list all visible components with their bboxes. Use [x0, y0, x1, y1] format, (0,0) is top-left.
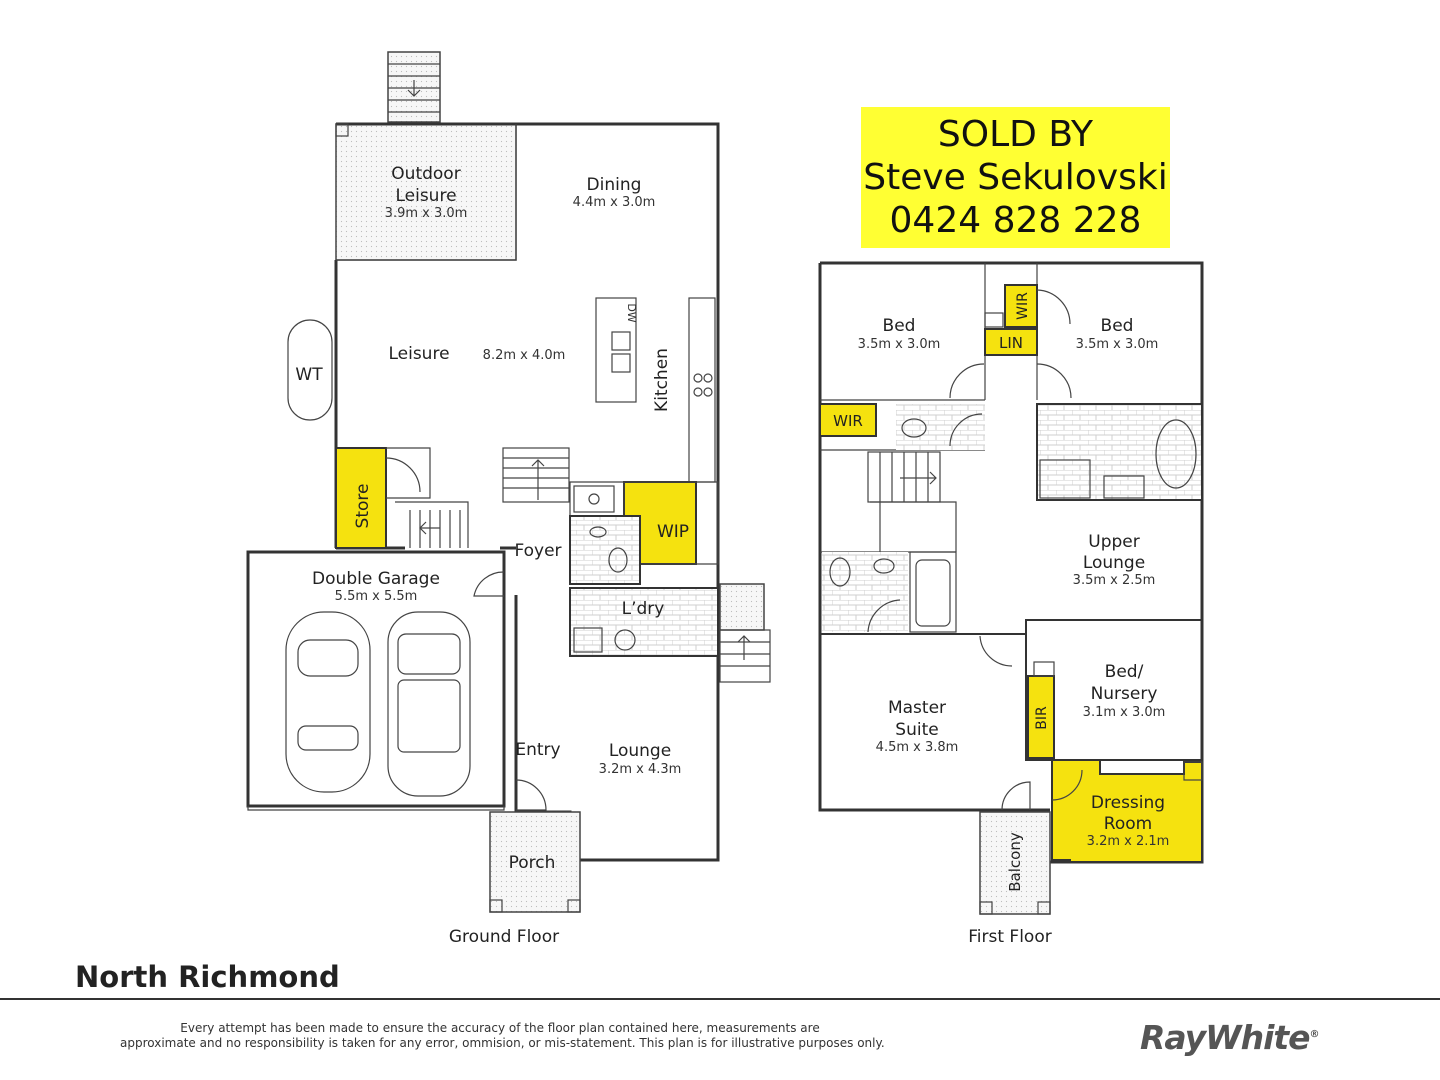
dining-dims: 4.4m x 3.0m: [573, 195, 656, 210]
bed-nursery-label-2: Nursery: [1091, 684, 1158, 704]
bed-left-dims: 3.5m x 3.0m: [858, 337, 941, 352]
main-bathroom: [1037, 404, 1202, 500]
outdoor-leisure-dims: 3.9m x 3.0m: [385, 206, 468, 221]
double-garage-label: Double Garage: [312, 569, 440, 589]
bir-label: BIR: [1034, 706, 1050, 730]
brand-name: RayWhite: [1140, 1018, 1311, 1057]
kitchen-island: [595, 297, 637, 403]
ground-floor-caption: Ground Floor: [449, 927, 559, 947]
wt-label: WT: [295, 365, 323, 385]
dressing-room-label-1: Dressing: [1091, 793, 1165, 813]
store-label: Store: [353, 484, 373, 529]
disclaimer: Every attempt has been made to ensure th…: [120, 1021, 885, 1051]
porch-label: Porch: [509, 853, 556, 873]
dressing-room-dims: 3.2m x 2.1m: [1087, 834, 1170, 849]
built-in-robe: [1027, 675, 1055, 759]
foyer-label: Foyer: [514, 541, 561, 561]
laundry-room: [570, 588, 718, 656]
lin-label: LIN: [999, 334, 1023, 352]
wir-left-label: WIR: [833, 412, 863, 430]
entry-label: Entry: [515, 740, 560, 760]
first-floor-caption: First Floor: [968, 927, 1051, 947]
porch-area: [489, 811, 581, 913]
wir-left: [819, 403, 877, 437]
agent-phone: 0424 828 228: [889, 200, 1142, 241]
wir-top: [1004, 284, 1038, 328]
wir-top-label: WIR: [1015, 292, 1031, 320]
balcony-label: Balcony: [1006, 832, 1024, 892]
bed-left-label: Bed: [883, 316, 916, 336]
footer-divider: [0, 998, 1440, 1000]
lounge-label: Lounge: [609, 741, 671, 761]
linen-cupboard: [984, 328, 1038, 356]
suburb-title: North Richmond: [75, 960, 340, 994]
upper-lounge-dims: 3.5m x 2.5m: [1073, 573, 1156, 588]
laundry-label: L’dry: [622, 599, 665, 619]
side-deck: [719, 583, 765, 631]
dining-label: Dining: [587, 175, 642, 195]
disclaimer-line-2: approximate and no responsibility is tak…: [120, 1036, 885, 1050]
master-suite-dims: 4.5m x 3.8m: [876, 740, 959, 755]
water-tank: [287, 319, 333, 421]
store-room: [335, 447, 387, 549]
raywhite-logo: RayWhite®: [1140, 1018, 1320, 1057]
double-garage-room: [246, 550, 506, 808]
agent-name: Steve Sekulovski: [863, 157, 1168, 198]
kitchen-label: Kitchen: [652, 348, 672, 412]
upper-lounge-label-1: Upper: [1088, 532, 1139, 552]
wip-label: WIP: [657, 522, 689, 542]
bed-nursery-dims: 3.1m x 3.0m: [1083, 705, 1166, 720]
second-bathroom: [822, 552, 908, 632]
ensuite-left: [896, 404, 985, 450]
disclaimer-line-1: Every attempt has been made to ensure th…: [180, 1021, 820, 1035]
outdoor-leisure-deck: [335, 123, 517, 261]
upper-lounge-label-2: Lounge: [1083, 553, 1145, 573]
powder-room: [570, 516, 640, 584]
outdoor-leisure-label-2: Leisure: [395, 186, 456, 206]
internal-stairs-ground: [502, 447, 570, 503]
balcony-area: [979, 811, 1051, 915]
ground-floor-plan: [246, 51, 771, 913]
lounge-dims: 3.2m x 4.3m: [599, 762, 682, 777]
car-left: [285, 611, 371, 793]
leisure-dims: 8.2m x 4.0m: [483, 348, 566, 363]
master-suite-label-1: Master: [888, 698, 946, 718]
master-suite-label-2: Suite: [895, 720, 938, 740]
sold-by-banner: SOLD BY Steve Sekulovski 0424 828 228: [861, 107, 1170, 248]
first-floor-plan: [818, 261, 1204, 915]
sold-by-line: SOLD BY: [937, 114, 1094, 155]
double-garage-dims: 5.5m x 5.5m: [335, 589, 418, 604]
bed-right-label: Bed: [1101, 316, 1134, 336]
bed-right-dims: 3.5m x 3.0m: [1076, 337, 1159, 352]
car-right: [387, 611, 471, 797]
dressing-room-label-2: Room: [1104, 814, 1152, 834]
outdoor-leisure-label-1: Outdoor: [391, 164, 460, 184]
bath-tub: [909, 551, 957, 633]
registered-mark: ®: [1309, 1029, 1320, 1040]
dw-label: DW: [625, 303, 638, 322]
bed-nursery-label-1: Bed/: [1105, 662, 1144, 682]
leisure-label: Leisure: [388, 344, 449, 364]
side-steps: [719, 629, 771, 683]
